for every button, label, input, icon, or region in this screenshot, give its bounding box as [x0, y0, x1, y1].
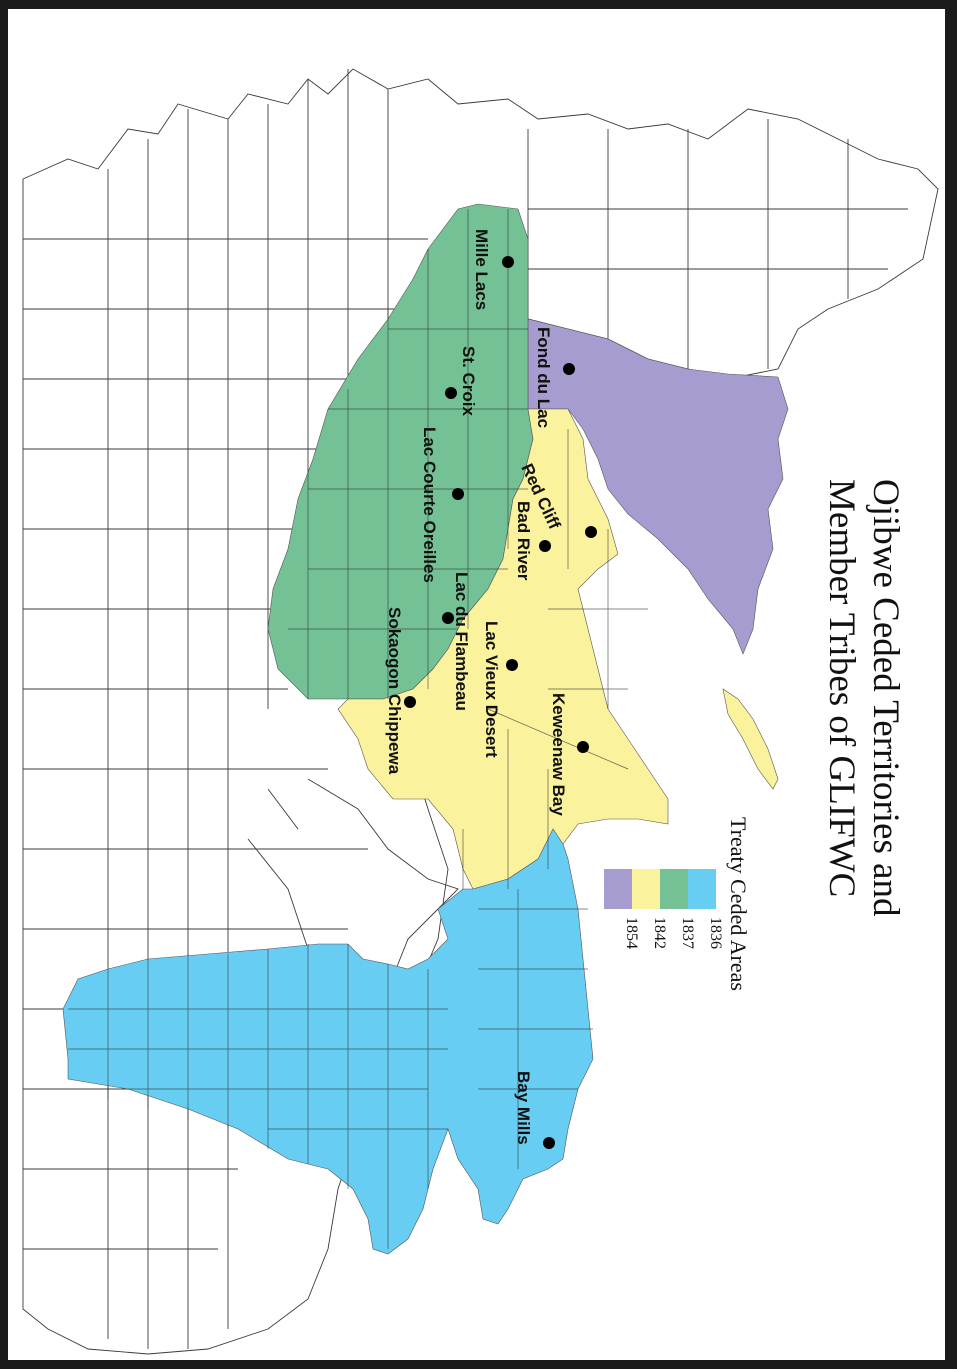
marker-bay-mills [543, 1137, 555, 1149]
label-fond-du-lac: Fond du Lac [534, 327, 553, 428]
label-sokaogon-chippewa: Sokaogon Chippewa [385, 607, 404, 775]
tribe-markers [404, 256, 597, 1149]
legend-year-1842: 1842 [651, 917, 668, 949]
legend-swatch-1842 [632, 869, 660, 909]
legend-swatch-1854 [604, 869, 632, 909]
marker-red-cliff [585, 526, 597, 538]
label-bay-mills: Bay Mills [514, 1071, 533, 1145]
marker-mille-lacs [502, 256, 514, 268]
label-keweenaw-bay: Keweenaw Bay [549, 693, 568, 816]
label-st-croix: St. Croix [459, 346, 478, 416]
isle-royale [722, 688, 779, 790]
marker-sokaogon-chippewa [404, 696, 416, 708]
ceded-county-lines [68, 209, 648, 1249]
map-title: Ojibwe Ceded Territories and Member Trib… [821, 479, 906, 917]
title-line-2: Member Tribes of GLIFWC [821, 479, 862, 897]
legend-swatch-1837 [660, 869, 688, 909]
marker-fond-du-lac [563, 363, 575, 375]
legend-year-1837: 1837 [679, 917, 696, 949]
ceded-territories-map: Mille Lacs Fond du Lac St. Croix Lac Cou… [22, 68, 939, 1355]
label-lac-vieux-desert: Lac Vieux Desert [482, 621, 501, 758]
legend-title: Treaty Ceded Areas [726, 817, 751, 991]
legend-year-1854: 1854 [623, 917, 640, 949]
marker-bad-river [539, 540, 551, 552]
marker-lac-du-flambeau [442, 612, 454, 624]
legend: Treaty Ceded Areas 1836 1837 1842 1854 [604, 817, 751, 991]
map-paper: Mille Lacs Fond du Lac St. Croix Lac Cou… [8, 9, 945, 1360]
ceded-area-1854 [527, 318, 789, 655]
label-bad-river: Bad River [514, 501, 533, 581]
marker-lac-courte-oreilles [452, 488, 464, 500]
legend-swatch-1836 [688, 869, 716, 909]
title-line-1: Ojibwe Ceded Territories and [865, 479, 906, 917]
marker-st-croix [445, 387, 457, 399]
legend-year-1836: 1836 [707, 917, 724, 949]
marker-keweenaw-bay [577, 741, 589, 753]
label-lac-courte-oreilles: Lac Courte Oreilles [420, 427, 439, 583]
marker-lac-vieux-desert [506, 659, 518, 671]
ceded-area-1836 [62, 828, 594, 1255]
label-lac-du-flambeau: Lac du Flambeau [452, 572, 471, 711]
label-mille-lacs: Mille Lacs [472, 229, 491, 310]
